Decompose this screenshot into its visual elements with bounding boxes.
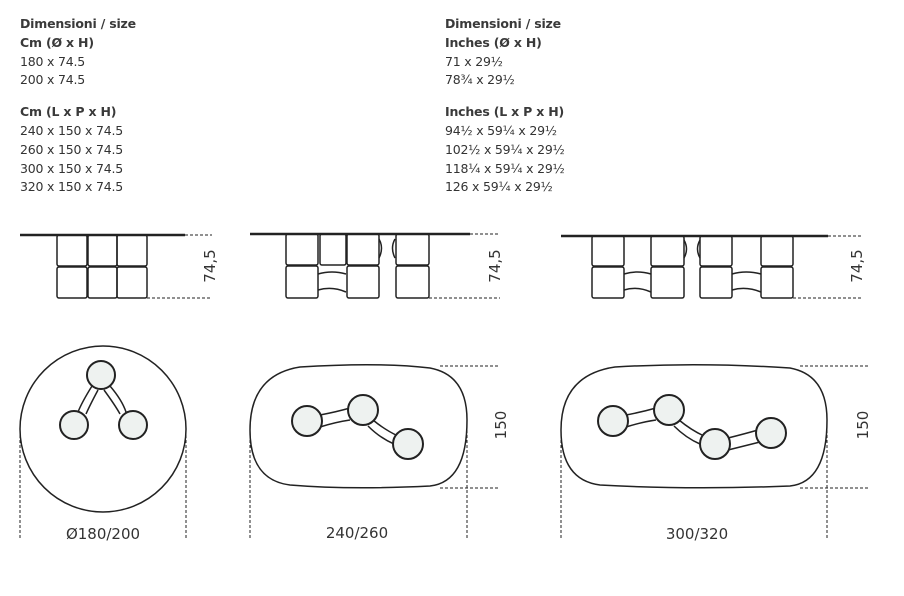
round-diameter-label: Ø180/200 [66,525,140,543]
round-table-elevation [20,233,212,299]
size-line: 180 x 74.5 [20,53,86,69]
medium-length-label: 240/260 [326,524,388,542]
size-line: 260 x 150 x 74.5 [20,141,124,157]
cm-dimensions: Dimensioni / size Cm (Ø x H) 180 x 74.5 … [20,15,136,197]
depth-label: 150 [492,411,510,440]
size-line: 118¼ x 59¼ x 29½ [445,160,565,176]
size-line: 240 x 150 x 74.5 [20,122,124,138]
inches-dimensions: Dimensioni / size Inches (Ø x H) 71 x 29… [445,15,565,197]
medium-table-plan [249,363,500,540]
height-label: 74,5 [201,249,219,282]
round-table-plan [19,345,187,540]
size-line: 300 x 150 x 74.5 [20,160,124,176]
inches-heading: Dimensioni / size [445,16,561,31]
large-table-elevation [561,234,862,299]
size-line: 94½ x 59¼ x 29½ [445,122,557,138]
large-table-plan [560,363,870,540]
size-line: 200 x 74.5 [20,72,86,88]
size-line: 320 x 150 x 74.5 [20,179,124,195]
size-line: 71 x 29½ [445,53,503,69]
inches-oval-title: Inches (L x P x H) [445,104,565,120]
cm-oval-title: Cm (L x P x H) [20,104,117,120]
size-line: 102½ x 59¼ x 29½ [445,141,565,157]
medium-table-elevation [250,232,500,299]
large-length-label: 300/320 [666,525,728,543]
inches-round-title: Inches (Ø x H) [445,34,542,50]
size-line: 78¾ x 29½ [445,72,515,88]
height-label: 74,5 [486,249,504,282]
depth-label: 150 [854,411,872,440]
height-label: 74,5 [848,249,866,282]
size-line: 126 x 59¼ x 29½ [445,179,553,195]
cm-heading: Dimensioni / size [20,16,136,31]
cm-round-title: Cm (Ø x H) [20,34,94,50]
